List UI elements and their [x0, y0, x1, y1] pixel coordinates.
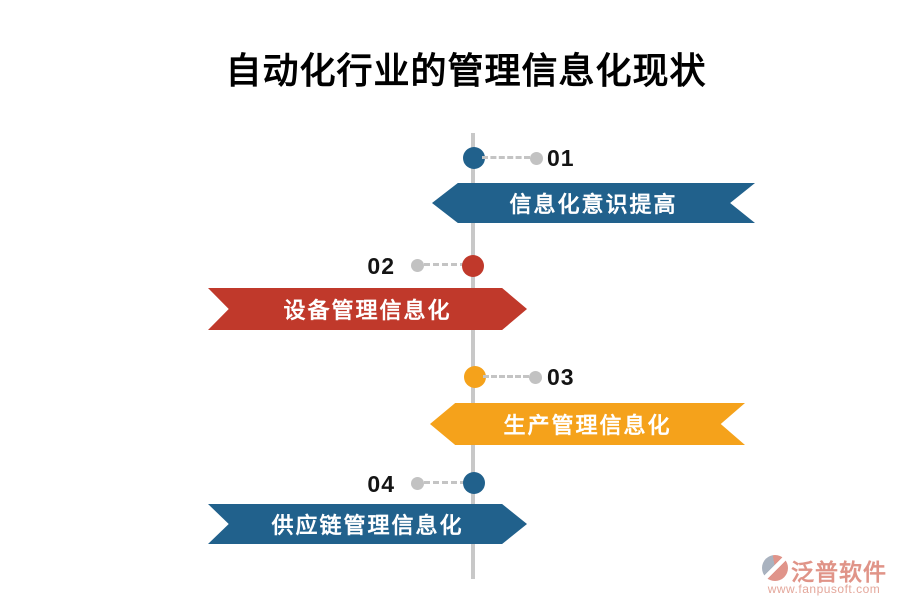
page-title: 自动化行业的管理信息化现状 — [225, 51, 707, 91]
connector-dot-2 — [411, 259, 424, 272]
item-banner-4: 供应链管理信息化 — [208, 504, 527, 544]
item-banner-2: 设备管理信息化 — [208, 288, 527, 330]
item-number-3: 03 — [547, 364, 575, 390]
item-number-4: 04 — [367, 471, 395, 497]
timeline-node-3 — [464, 366, 486, 388]
brand-name: 泛普软件 — [791, 559, 887, 585]
fanpu-logo-icon — [762, 555, 788, 581]
connector-dot-3 — [529, 371, 542, 384]
item-banner-1: 信息化意识提高 — [432, 183, 755, 223]
timeline-node-1 — [463, 147, 485, 169]
brand-url: www.fanpusoft.com — [767, 582, 881, 596]
connector-dash-1 — [482, 156, 530, 159]
timeline-node-4 — [463, 472, 485, 494]
connector-dot-1 — [530, 152, 543, 165]
timeline-axis — [471, 133, 475, 579]
connector-dash-4 — [424, 481, 466, 484]
item-banner-3: 生产管理信息化 — [430, 403, 745, 445]
timeline-node-2 — [462, 255, 484, 277]
banner-label-3: 生产管理信息化 — [503, 413, 672, 438]
banner-label-1: 信息化意识提高 — [509, 192, 678, 217]
connector-dot-4 — [411, 477, 424, 490]
item-number-2: 02 — [367, 253, 395, 279]
banner-label-4: 供应链管理信息化 — [271, 513, 464, 538]
connector-dash-3 — [483, 375, 529, 378]
item-number-1: 01 — [547, 145, 575, 171]
connector-dash-2 — [424, 263, 466, 266]
banner-label-2: 设备管理信息化 — [283, 298, 452, 323]
